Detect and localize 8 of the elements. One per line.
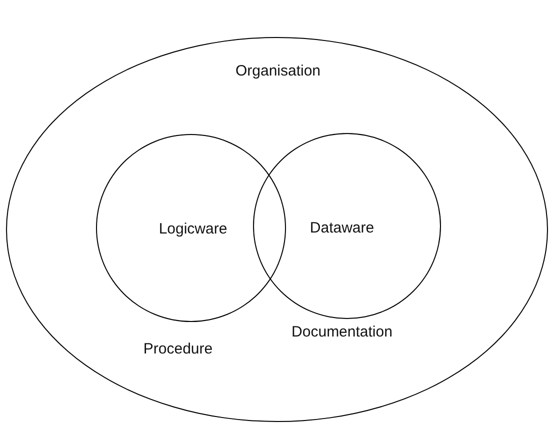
circle bbox=[96, 134, 286, 322]
circle bbox=[253, 133, 441, 319]
circle-label: Logicware bbox=[158, 220, 228, 238]
area-label: Procedure bbox=[143, 340, 213, 358]
area-label: Documentation bbox=[292, 324, 392, 340]
ellipse-label: Organisation bbox=[235, 62, 321, 80]
outer-ellipse bbox=[6, 37, 548, 422]
circle-label: Dataware bbox=[310, 220, 374, 236]
